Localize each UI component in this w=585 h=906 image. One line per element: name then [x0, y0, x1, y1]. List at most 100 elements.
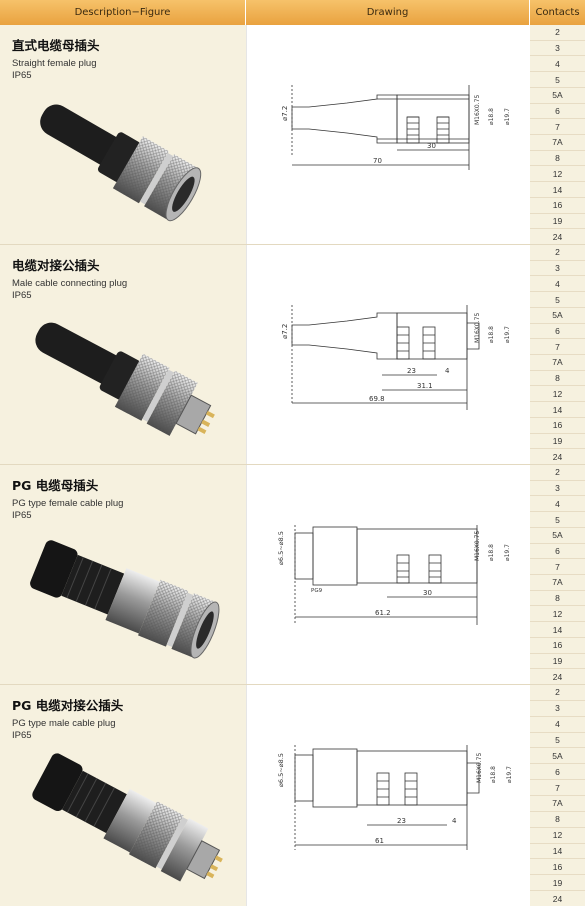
header-contacts: Contacts — [530, 0, 585, 25]
product-row-pg-male: PG 电缆对接公插头 PG type male cable plug IP65 — [0, 685, 585, 906]
contact-value: 5 — [530, 72, 585, 88]
contacts-list: 2 3 4 5 5A 6 7 7A 8 12 14 16 19 24 — [530, 465, 585, 684]
contact-value: 3 — [530, 481, 585, 497]
contact-value: 8 — [530, 812, 585, 828]
technical-drawing: ⌀7.2 M16X0.75 ⌀18.8 ⌀19.7 23 4 31.1 69.8 — [246, 245, 530, 464]
dim-cable-range: ⌀6.5~⌀8.5 — [277, 753, 285, 787]
header-description-figure: Description−Figure — [0, 0, 246, 25]
dim-pg: PG9 — [311, 588, 323, 594]
contact-value: 5A — [530, 88, 585, 104]
dim-cable-dia: ⌀7.2 — [281, 106, 289, 121]
contact-value: 5 — [530, 512, 585, 528]
drawing-pg-male: ⌀6.5~⌀8.5 M16X0.75 ⌀18.8 ⌀19.7 23 4 61 — [277, 745, 513, 850]
product-title-cn: 直式电缆母插头 — [12, 38, 100, 53]
contact-value: 4 — [530, 276, 585, 293]
contact-value: 19 — [530, 875, 585, 892]
connector-photo-male — [35, 322, 215, 436]
technical-drawing: ⌀6.5~⌀8.5 M16X0.75 ⌀18.8 ⌀19.7 23 4 61 — [246, 685, 530, 906]
product-description: 直式电缆母插头 Straight female plug IP65 — [0, 25, 246, 244]
contact-value: 8 — [530, 371, 585, 387]
dim-dia-188: ⌀18.8 — [490, 766, 497, 783]
contact-value: 24 — [552, 231, 563, 242]
connector-photo-female — [40, 104, 202, 222]
contact-value: 14 — [530, 402, 585, 418]
dim-len-30: 30 — [427, 142, 436, 150]
contact-value: 2 — [530, 685, 585, 701]
contacts-list: 2 3 4 5 5A 6 7 7A 8 12 14 16 19 24 — [530, 25, 585, 244]
contact-value: 7 — [530, 559, 585, 576]
contact-value: 7 — [530, 339, 585, 356]
contact-value: 4 — [530, 717, 585, 733]
contact-value: 8 — [530, 151, 585, 167]
dim-dia-197: ⌀19.7 — [504, 544, 511, 561]
dim-len-612: 61.2 — [375, 609, 391, 617]
contact-value: 2 — [530, 245, 585, 261]
contact-value: 16 — [530, 198, 585, 214]
product-title-cn: PG 电缆对接公插头 — [12, 698, 124, 713]
contact-value: 16 — [530, 418, 585, 434]
contact-value: 5 — [530, 292, 585, 308]
product-title-en: PG type male cable plug — [12, 718, 116, 729]
product-rating: IP65 — [12, 290, 32, 301]
product-rating: IP65 — [12, 510, 32, 521]
contact-value: 24 — [552, 451, 563, 462]
contact-value: 3 — [530, 261, 585, 277]
dim-len-23: 23 — [407, 367, 416, 375]
contact-value: 5A — [530, 528, 585, 544]
product-title-en: Straight female plug — [12, 58, 97, 69]
contact-value: 24 — [552, 671, 563, 682]
contact-value: 8 — [530, 591, 585, 607]
product-description: PG 电缆对接公插头 PG type male cable plug IP65 — [0, 685, 246, 906]
contact-value: 2 — [530, 465, 585, 481]
dim-len-311: 31.1 — [417, 382, 433, 390]
dim-dia-197: ⌀19.7 — [504, 326, 511, 343]
contact-value: 12 — [530, 606, 585, 623]
product-description: 电缆对接公插头 Male cable connecting plug IP65 — [0, 245, 246, 464]
contact-value: 6 — [530, 104, 585, 120]
contact-value: 19 — [530, 434, 585, 450]
dim-dia-197: ⌀19.7 — [504, 108, 511, 125]
contact-value: 14 — [530, 182, 585, 198]
connector-photo-pg-male — [32, 753, 223, 882]
technical-drawing: ⌀7.2 M16X0.75 ⌀18.8 ⌀19.7 30 70 — [246, 25, 530, 244]
product-rating: IP65 — [12, 70, 32, 81]
drawing-straight-female: ⌀7.2 M16X0.75 ⌀18.8 ⌀19.7 30 70 — [281, 85, 511, 170]
contact-value: 5 — [530, 733, 585, 749]
contact-value: 4 — [530, 56, 585, 73]
dim-dia-188: ⌀18.8 — [488, 326, 495, 343]
contact-value: 19 — [530, 214, 585, 230]
table-header: Description−Figure Drawing Contacts — [0, 0, 585, 25]
contact-value: 16 — [530, 638, 585, 654]
product-title-cn: 电缆对接公插头 — [12, 258, 100, 273]
dim-thread: M16X0.75 — [476, 753, 483, 783]
contact-value: 7A — [530, 355, 585, 371]
contact-value: 7A — [530, 575, 585, 591]
product-title-en: PG type female cable plug — [12, 498, 124, 509]
product-title-cn: PG 电缆母插头 — [12, 478, 99, 493]
contact-value: 3 — [530, 41, 585, 57]
contact-value: 4 — [530, 496, 585, 513]
dim-thread: M16X0.75 — [474, 531, 481, 561]
dim-dia-188: ⌀18.8 — [488, 108, 495, 125]
connector-photo-pg-female — [30, 540, 220, 659]
contact-value: 7 — [530, 119, 585, 136]
contact-value: 5A — [530, 308, 585, 324]
product-row-straight-female: 直式电缆母插头 Straight female plug IP65 — [0, 25, 585, 245]
dim-thread: M16X0.75 — [474, 313, 481, 343]
contacts-list: 2 3 4 5 5A 6 7 7A 8 12 14 16 19 24 — [530, 685, 585, 906]
contact-value: 12 — [530, 828, 585, 844]
drawing-pg-female: ⌀6.5~⌀8.5 PG9 M16X0.75 ⌀18.8 ⌀19.7 30 61… — [277, 525, 511, 625]
product-title-en: Male cable connecting plug — [12, 278, 128, 289]
product-description: PG 电缆母插头 PG type female cable plug IP65 — [0, 465, 246, 684]
dim-len-61: 61 — [375, 837, 384, 845]
dim-dia-197: ⌀19.7 — [506, 766, 513, 783]
product-row-pg-female: PG 电缆母插头 PG type female cable plug IP65 — [0, 465, 585, 685]
contact-value: 12 — [530, 386, 585, 403]
contact-value: 5A — [530, 748, 585, 765]
contact-value: 12 — [530, 166, 585, 183]
technical-drawing: ⌀6.5~⌀8.5 PG9 M16X0.75 ⌀18.8 ⌀19.7 30 61… — [246, 465, 530, 684]
contact-value: 14 — [530, 844, 585, 860]
dim-len-4: 4 — [452, 817, 457, 825]
contact-value: 7A — [530, 796, 585, 812]
product-row-male-connecting: 电缆对接公插头 Male cable connecting plug IP65 — [0, 245, 585, 465]
